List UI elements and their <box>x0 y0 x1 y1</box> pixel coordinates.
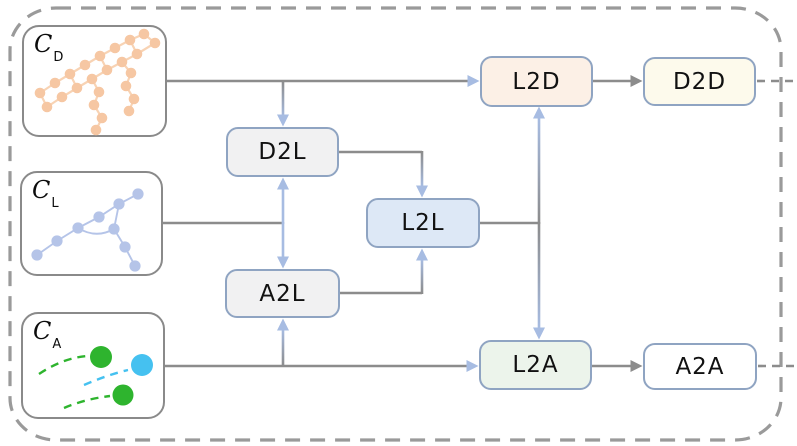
atom-trajectories-icon <box>38 346 153 410</box>
context-label-ca: CA <box>33 317 62 352</box>
stage-box-a2l: A2L <box>225 269 340 318</box>
stage-box-l2d: L2D <box>480 56 593 107</box>
stage-box-l2l: L2L <box>366 198 480 248</box>
stage-box-l2a: L2A <box>479 340 592 390</box>
context-label-cl: CL <box>32 176 59 211</box>
stage-label-l2l: L2L <box>401 210 445 236</box>
stage-label-a2l: A2L <box>259 280 306 307</box>
tree-graph-blue-icon <box>31 188 144 272</box>
molecule-graph-orange-icon <box>34 28 161 136</box>
context-box-cd: CD <box>22 25 167 137</box>
green-atom <box>112 384 134 406</box>
outer-dashed-boundary <box>8 6 783 442</box>
blue-atom <box>131 354 153 376</box>
stage-label-l2a: L2A <box>512 352 559 378</box>
stage-box-d2d: D2D <box>643 57 756 106</box>
context-label-cd: CD <box>34 30 64 65</box>
stage-label-l2d: L2D <box>512 68 561 95</box>
stage-box-d2l: D2L <box>226 127 339 177</box>
context-box-ca: CA <box>21 312 165 419</box>
stage-label-d2l: D2L <box>258 139 307 165</box>
stage-label-a2a: A2A <box>675 353 725 380</box>
stage-label-d2d: D2D <box>672 68 727 95</box>
context-box-cl: CL <box>20 171 163 276</box>
green-atom <box>90 346 112 368</box>
stage-box-a2a: A2A <box>643 343 757 390</box>
